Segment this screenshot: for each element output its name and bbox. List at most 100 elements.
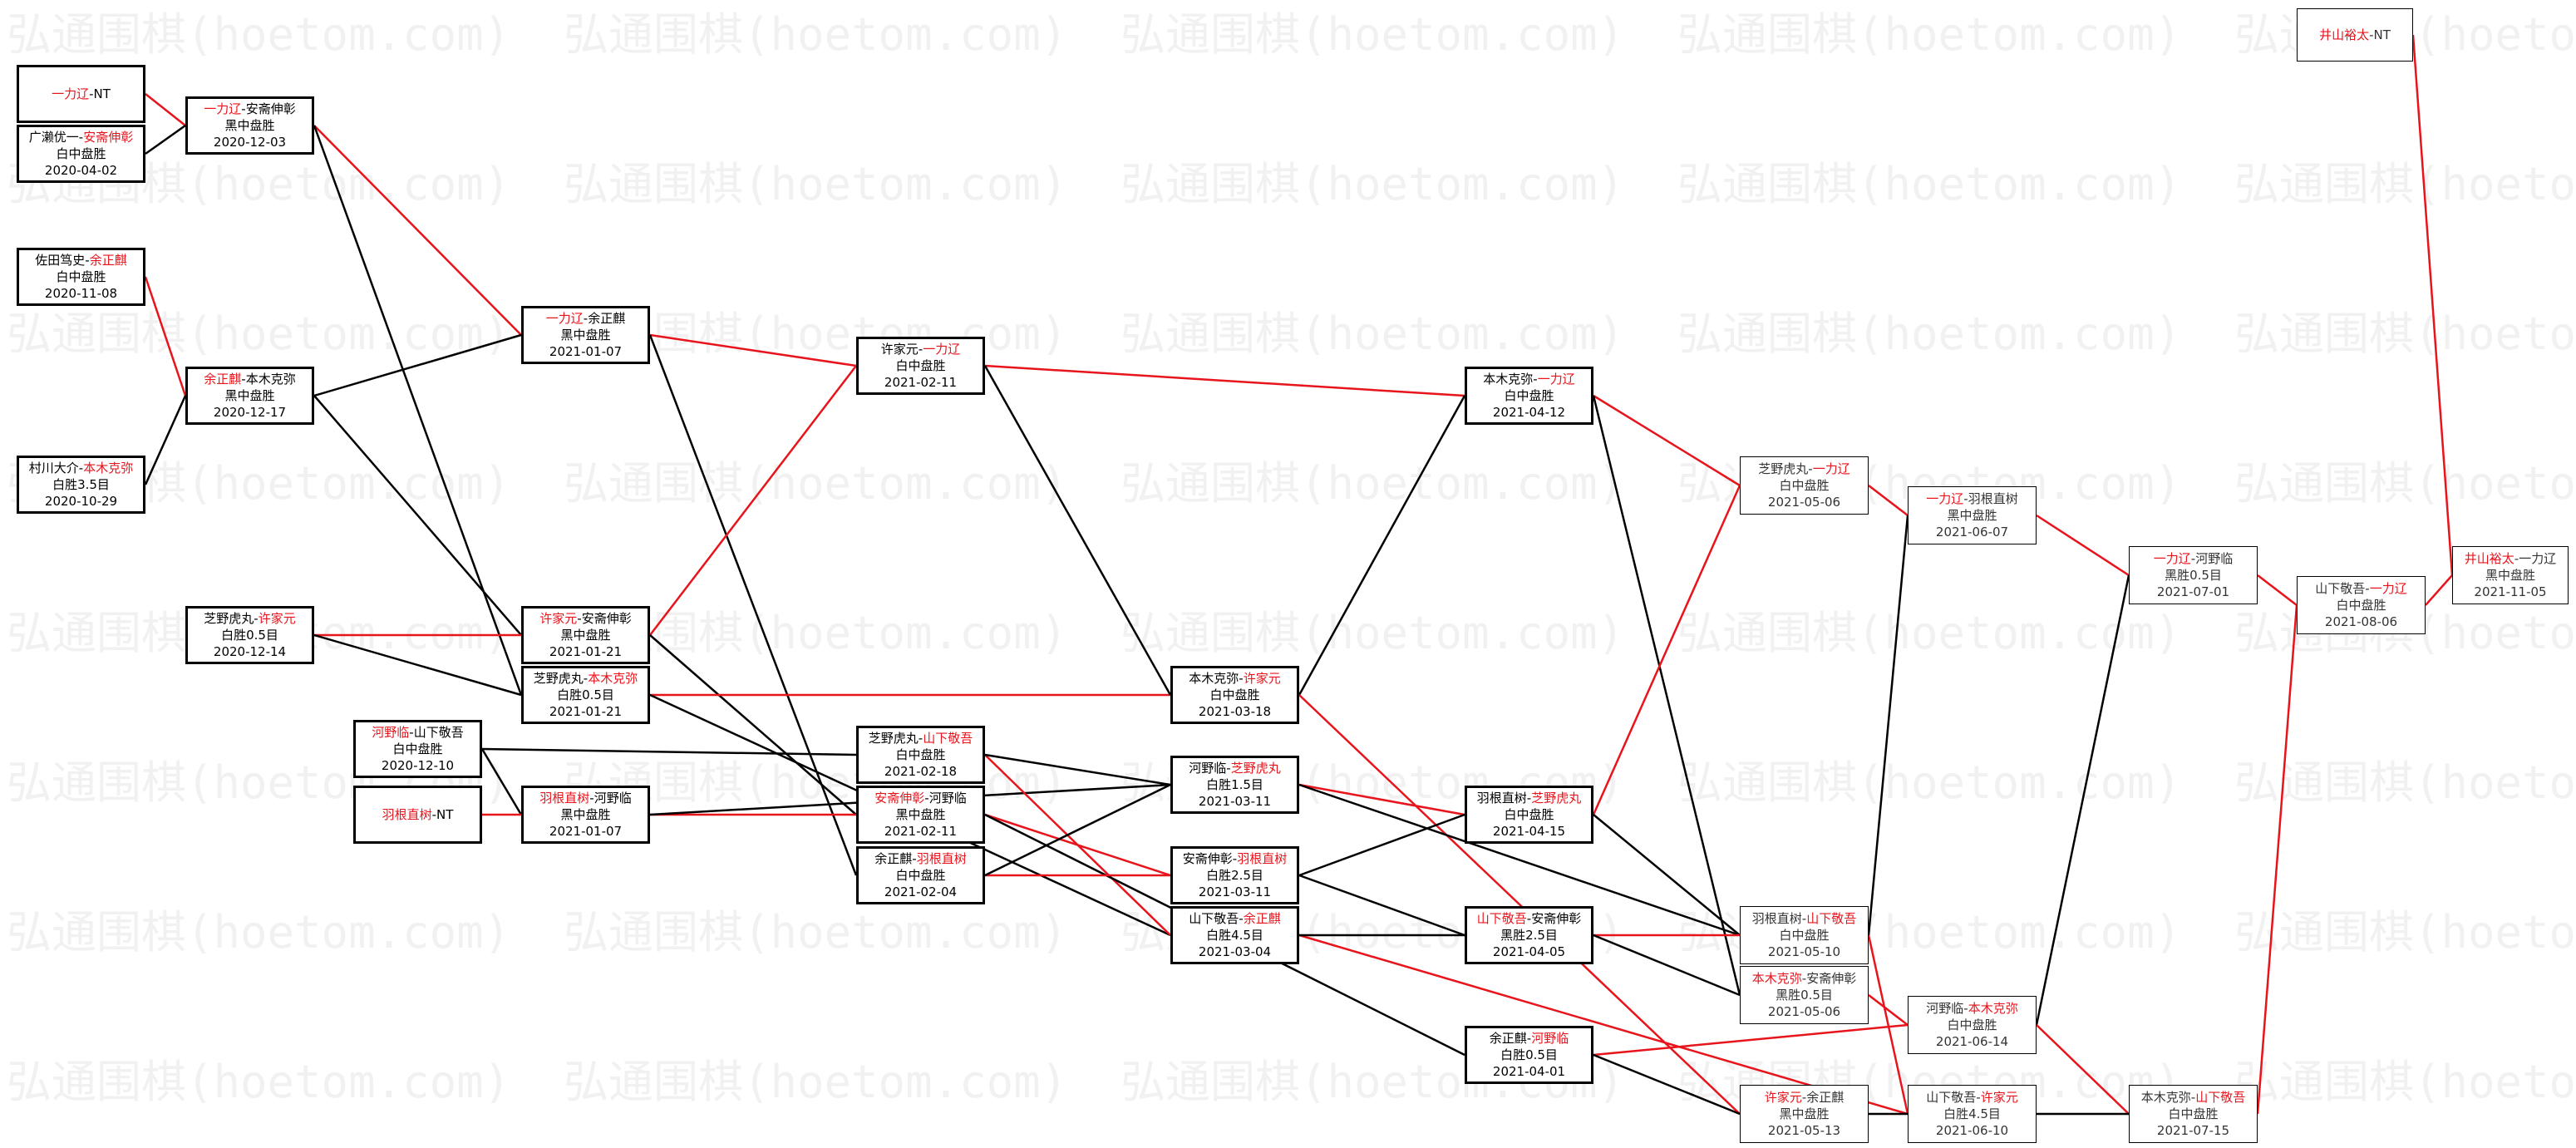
match-result: 白胜0.5目 <box>1500 1047 1558 1062</box>
match-result: 黑中盘胜 <box>2485 568 2535 583</box>
winner-name: 河野临 <box>372 725 410 740</box>
winner-name: 余正麒 <box>204 372 242 387</box>
player-name: -河野临 <box>589 791 632 806</box>
loser-edge <box>1593 934 1741 997</box>
loser-edge <box>1298 783 1741 937</box>
match-date: 2021-01-21 <box>549 644 623 659</box>
player-name: 河野临- <box>1189 761 1231 776</box>
match-result: 白胜2.5目 <box>1206 868 1263 883</box>
match-node: 广濑优一-安斋伸彰白中盘胜 2020-04-02 <box>17 125 145 183</box>
player-name: 本木克弥- <box>2140 1090 2196 1105</box>
match-players: 羽根直树-河野临 <box>539 790 631 806</box>
winner-edge <box>145 93 186 126</box>
player-name: - <box>78 461 84 475</box>
match-result: 白中盘胜 <box>56 146 106 161</box>
match-result: 白胜0.5目 <box>221 628 278 643</box>
match-players: 村川大介-本木克弥 <box>29 460 133 476</box>
match-players: 芝野虎丸-山下敬吾 <box>869 730 973 746</box>
match-result: 白中盘胜 <box>1779 478 1830 493</box>
loser-edge <box>984 753 1171 786</box>
match-players: 井山裕太-NT <box>2319 27 2391 43</box>
winner-edge <box>144 276 187 397</box>
loser-edge <box>481 747 857 756</box>
loser-edge <box>984 783 1171 877</box>
match-players: 广濑优一-安斋伸彰 <box>29 129 133 145</box>
match-result: 黑中盘胜 <box>224 388 275 403</box>
loser-edge <box>313 633 522 697</box>
match-date: 2020-12-10 <box>381 758 455 773</box>
match-players: 本木克弥-安斋伸彰 <box>1752 970 1856 987</box>
match-result: 黑中盘胜 <box>224 118 275 133</box>
match-result: 黑胜2.5目 <box>1500 928 1558 943</box>
match-players: 本木克弥-一力辽 <box>1483 371 1574 387</box>
loser-edge <box>983 365 1172 696</box>
player-name: -NT <box>2369 27 2391 42</box>
player-name: -本木克弥 <box>241 372 296 387</box>
player-name: -NT <box>431 807 454 822</box>
match-players: 一力辽-安斋伸彰 <box>204 101 295 117</box>
winner-edge <box>1298 934 1909 1116</box>
match-date: 2020-04-02 <box>44 163 118 178</box>
winner-edge <box>2425 574 2453 606</box>
match-players: 羽根直树-NT <box>382 806 454 823</box>
match-date: 2021-07-15 <box>2156 1123 2230 1138</box>
match-result: 黑中盘胜 <box>560 628 611 643</box>
match-date: 2020-10-29 <box>44 494 118 509</box>
match-players: 安斋伸彰-河野临 <box>874 790 966 806</box>
match-players: 山下敬吾-许家元 <box>1926 1089 2017 1106</box>
loser-edge <box>649 634 857 815</box>
match-result: 白胜4.5目 <box>1943 1106 2001 1121</box>
player-name: -河野临 <box>924 791 967 806</box>
match-result: 白中盘胜 <box>1504 388 1554 403</box>
player-name: 羽根直树- <box>1751 911 1807 926</box>
match-date: 2021-03-04 <box>1198 944 1272 959</box>
match-result: 黑中盘胜 <box>1947 508 1997 523</box>
match-players: 羽根直树-芝野虎丸 <box>1477 790 1581 806</box>
loser-edge <box>313 333 522 397</box>
winner-name: 安斋伸彰 <box>874 791 925 806</box>
loser-edge <box>313 395 522 636</box>
match-players: 井山裕太-一力辽 <box>2465 550 2556 567</box>
match-players: 安斋伸彰-羽根直树 <box>1183 850 1287 867</box>
match-players: 河野临-芝野虎丸 <box>1189 760 1280 776</box>
player-name: 本木克弥- <box>1189 671 1244 686</box>
match-date: 2020-12-17 <box>213 405 287 420</box>
winner-edge <box>1593 1023 1909 1057</box>
winner-name: 河野临 <box>1531 1031 1569 1046</box>
match-date: 2021-05-06 <box>1767 1004 1841 1019</box>
loser-edge <box>648 334 858 876</box>
match-date: 2021-11-05 <box>2474 584 2547 599</box>
match-players: 芝野虎丸-一力辽 <box>1758 461 1849 477</box>
match-date: 2020-11-08 <box>44 286 118 301</box>
winner-edge <box>1868 485 1909 516</box>
match-players: 芝野虎丸-许家元 <box>204 610 295 627</box>
loser-edge <box>2035 574 2130 1026</box>
match-players: 余正麒-羽根直树 <box>874 850 966 867</box>
player-name: 山下敬吾- <box>2315 581 2370 596</box>
winner-edge <box>1867 934 1909 1115</box>
winner-edge <box>1298 783 1465 816</box>
player-name: - <box>85 253 90 268</box>
match-date: 2021-03-11 <box>1198 884 1272 899</box>
player-name: -余正麒 <box>583 311 626 326</box>
winner-name: 山下敬吾 <box>1476 911 1527 926</box>
match-node: 羽根直树-NT <box>353 786 482 844</box>
match-date: 2021-04-01 <box>1492 1064 1566 1079</box>
player-name: 芝野虎丸- <box>533 671 589 686</box>
